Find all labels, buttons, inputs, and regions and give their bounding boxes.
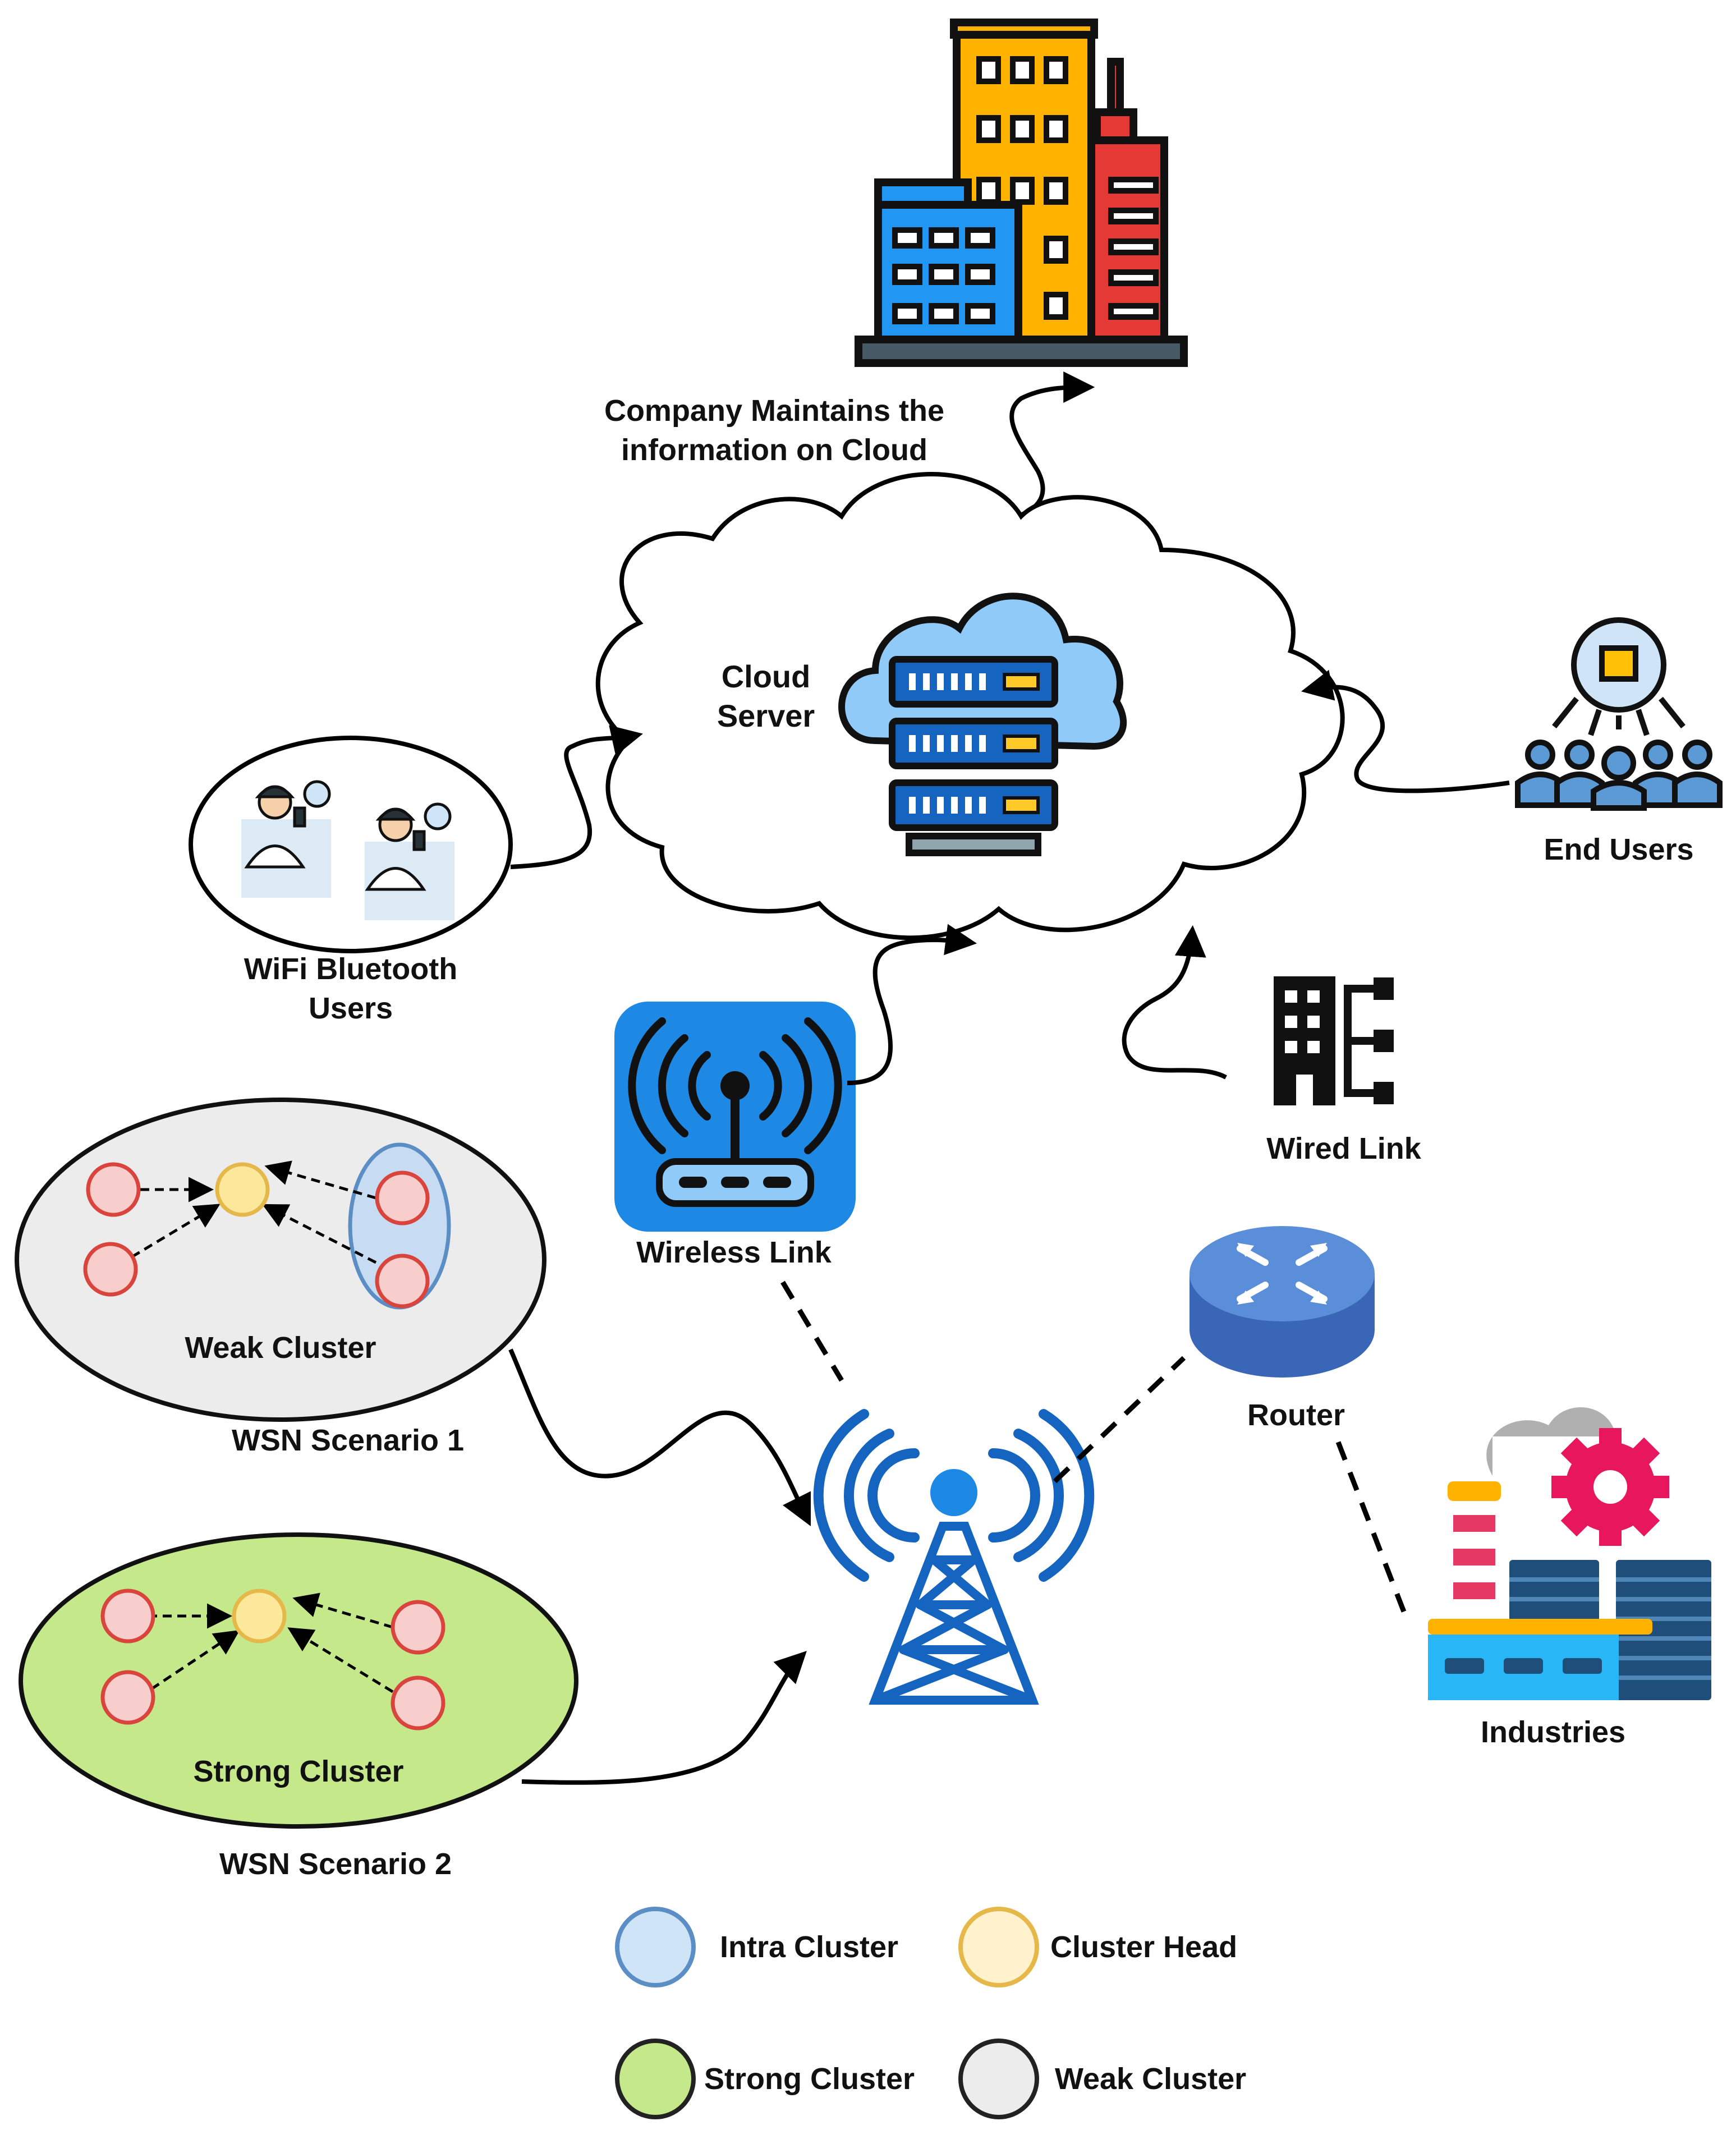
router-label: Router — [1247, 1398, 1345, 1432]
legend-label-cluster-head: Cluster Head — [1050, 1930, 1237, 1964]
wired-link-label: Wired Link — [1266, 1132, 1422, 1165]
sensor-node — [375, 1170, 430, 1225]
legend-swatch-cluster-head — [958, 1907, 1039, 1987]
cloud-server-label-line1: Cloud — [722, 659, 811, 694]
weak-cluster-links — [131, 1160, 377, 1264]
cloud-server-icon — [838, 593, 1127, 856]
office-buildings-icon — [855, 19, 1188, 367]
legend: Intra Cluster Cluster Head Strong Cluste… — [615, 1907, 1246, 2119]
wireless-to-tower-dashed-link — [780, 1280, 844, 1382]
sensor-node — [100, 1589, 155, 1644]
end-users-to-cloud-arrow — [1301, 669, 1510, 793]
sensor-node — [391, 1675, 446, 1730]
wired-to-cloud-arrow — [1122, 925, 1227, 1080]
sensor-node — [86, 1162, 141, 1217]
strong-cluster-nodes — [100, 1589, 446, 1730]
sensor-node — [391, 1600, 446, 1655]
sensor-node — [375, 1254, 430, 1309]
legend-swatch-intra-cluster — [615, 1907, 696, 1987]
tower-antenna-head — [930, 1469, 977, 1516]
router-to-industries-dashed-link — [1335, 1441, 1408, 1617]
cluster-head-node — [215, 1162, 270, 1217]
end-users-label: End Users — [1544, 833, 1693, 866]
wifi-users-label-line2: Users — [309, 991, 393, 1025]
wifi-users-to-cloud-arrow — [510, 725, 643, 869]
cluster-head-node — [232, 1589, 287, 1644]
cell-tower-icon — [813, 1409, 1095, 1705]
wireless-link-label: Wireless Link — [636, 1236, 832, 1269]
bluetooth-phone-users-icon — [241, 780, 454, 920]
legend-label-weak-cluster: Weak Cluster — [1055, 2062, 1246, 2096]
weak-cluster-to-tower-arrow — [508, 1348, 811, 1527]
strong-cluster-label: Strong Cluster — [193, 1755, 403, 1788]
tower-to-router-dashed-link — [1053, 1356, 1186, 1484]
sensor-node — [100, 1670, 155, 1725]
router-icon — [1190, 1226, 1375, 1378]
wireless-router-icon — [614, 1002, 856, 1232]
end-users-group-icon — [1515, 617, 1723, 811]
strong-cluster-ellipse — [19, 1532, 578, 1829]
wired-network-building-icon — [1274, 976, 1394, 1105]
wifi-users-label-line1: WiFi Bluetooth — [244, 952, 457, 986]
weak-cluster-label: Weak Cluster — [185, 1331, 376, 1365]
industries-label: Industries — [1481, 1715, 1625, 1749]
wsn-scenario-2-label: WSN Scenario 2 — [219, 1847, 452, 1881]
wireless-to-cloud-arrow — [847, 924, 977, 1085]
weak-cluster-nodes — [83, 1162, 430, 1309]
strong-cluster-to-tower-arrow — [521, 1651, 807, 1785]
legend-swatch-weak-cluster — [958, 2039, 1039, 2119]
legend-label-intra-cluster: Intra Cluster — [720, 1930, 898, 1964]
company-caption-line2: information on Cloud — [621, 433, 927, 467]
sensor-node — [83, 1242, 138, 1297]
cloud-server-label-line2: Server — [717, 698, 815, 733]
company-caption-line1: Company Maintains the — [604, 394, 944, 428]
legend-swatch-strong-cluster — [615, 2039, 696, 2119]
factory-icon — [1428, 1407, 1711, 1700]
wsn-scenario-1-label: WSN Scenario 1 — [232, 1424, 464, 1457]
legend-label-strong-cluster: Strong Cluster — [704, 2062, 915, 2096]
wifi-users-bubble — [189, 736, 513, 953]
